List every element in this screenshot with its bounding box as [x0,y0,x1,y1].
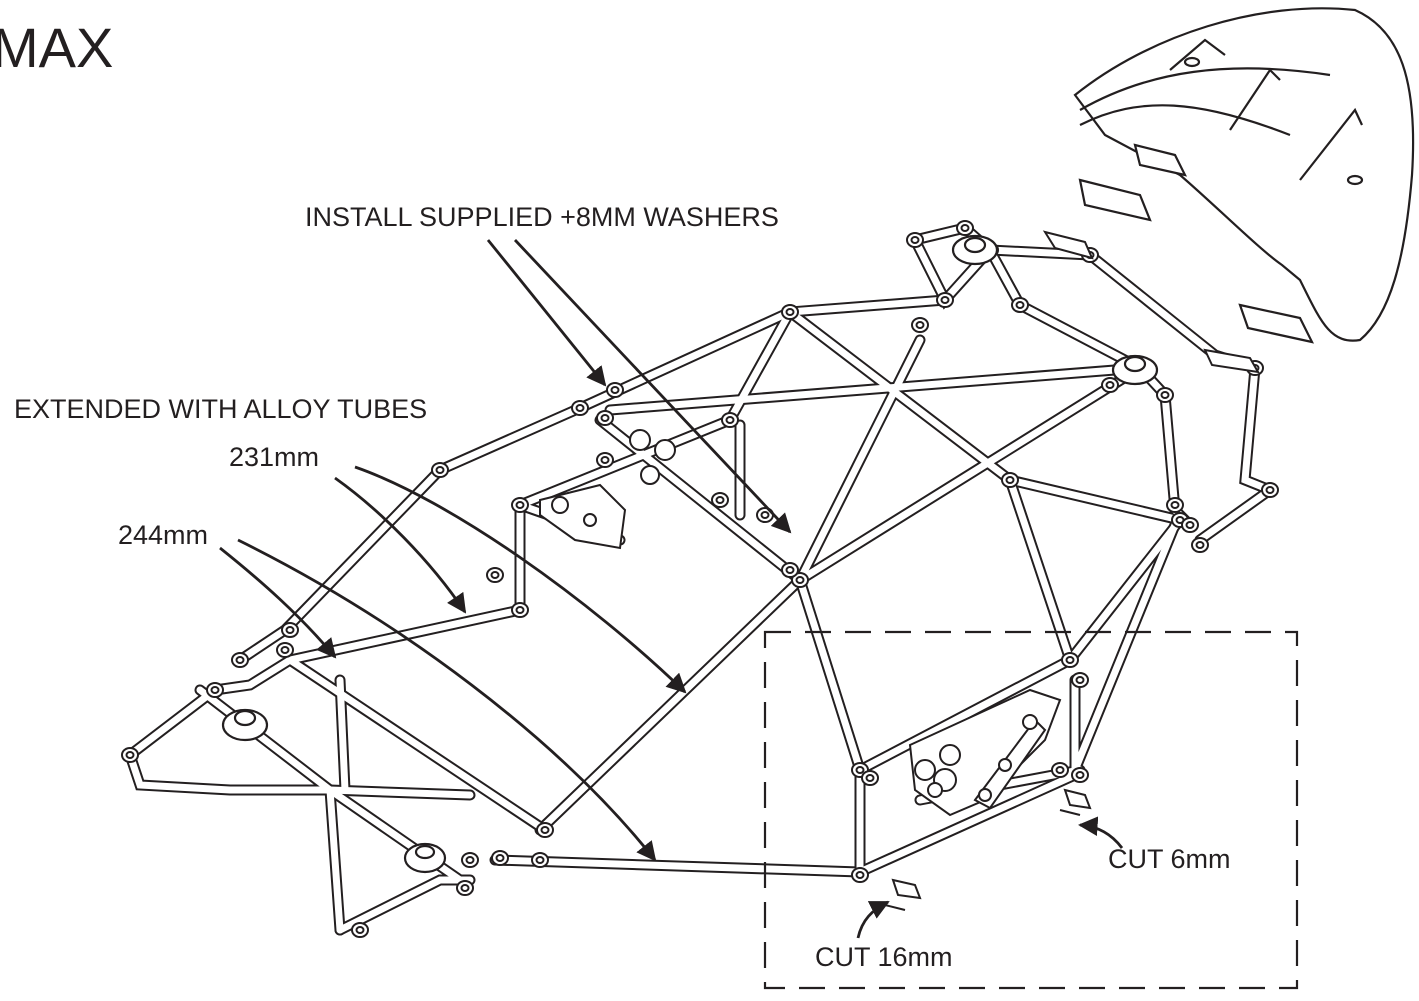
body-mount-tabs [1042,230,1260,374]
label-tube-231: 231mm [229,442,320,472]
shock-mounts [221,234,1159,874]
leader-244-b [237,538,657,862]
label-washers: INSTALL SUPPLIED +8MM WASHERS [305,202,779,232]
leader-231-a [334,476,467,614]
leader-cut-16 [856,900,890,939]
rear-bracket [908,688,1062,817]
leader-cut-6 [1078,816,1124,849]
leader-244-a [219,546,337,659]
rear-wing [1073,7,1415,344]
page-title: MAX [0,16,114,79]
chassis-frame [123,221,1276,936]
cut-marks [884,788,1092,911]
label-tube-244: 244mm [118,520,209,550]
leader-washers-1 [486,239,607,387]
chassis-joints [121,220,1279,938]
rear-detail-box [763,630,1299,990]
label-cut-6: CUT 6mm [1108,844,1231,874]
leader-231-b [354,465,687,694]
label-extended-tubes: EXTENDED WITH ALLOY TUBES [14,394,428,424]
front-bracket [539,429,676,550]
label-cut-16: CUT 16mm [815,942,953,972]
leader-washers-2 [513,239,792,534]
leader-lines [219,239,1124,939]
